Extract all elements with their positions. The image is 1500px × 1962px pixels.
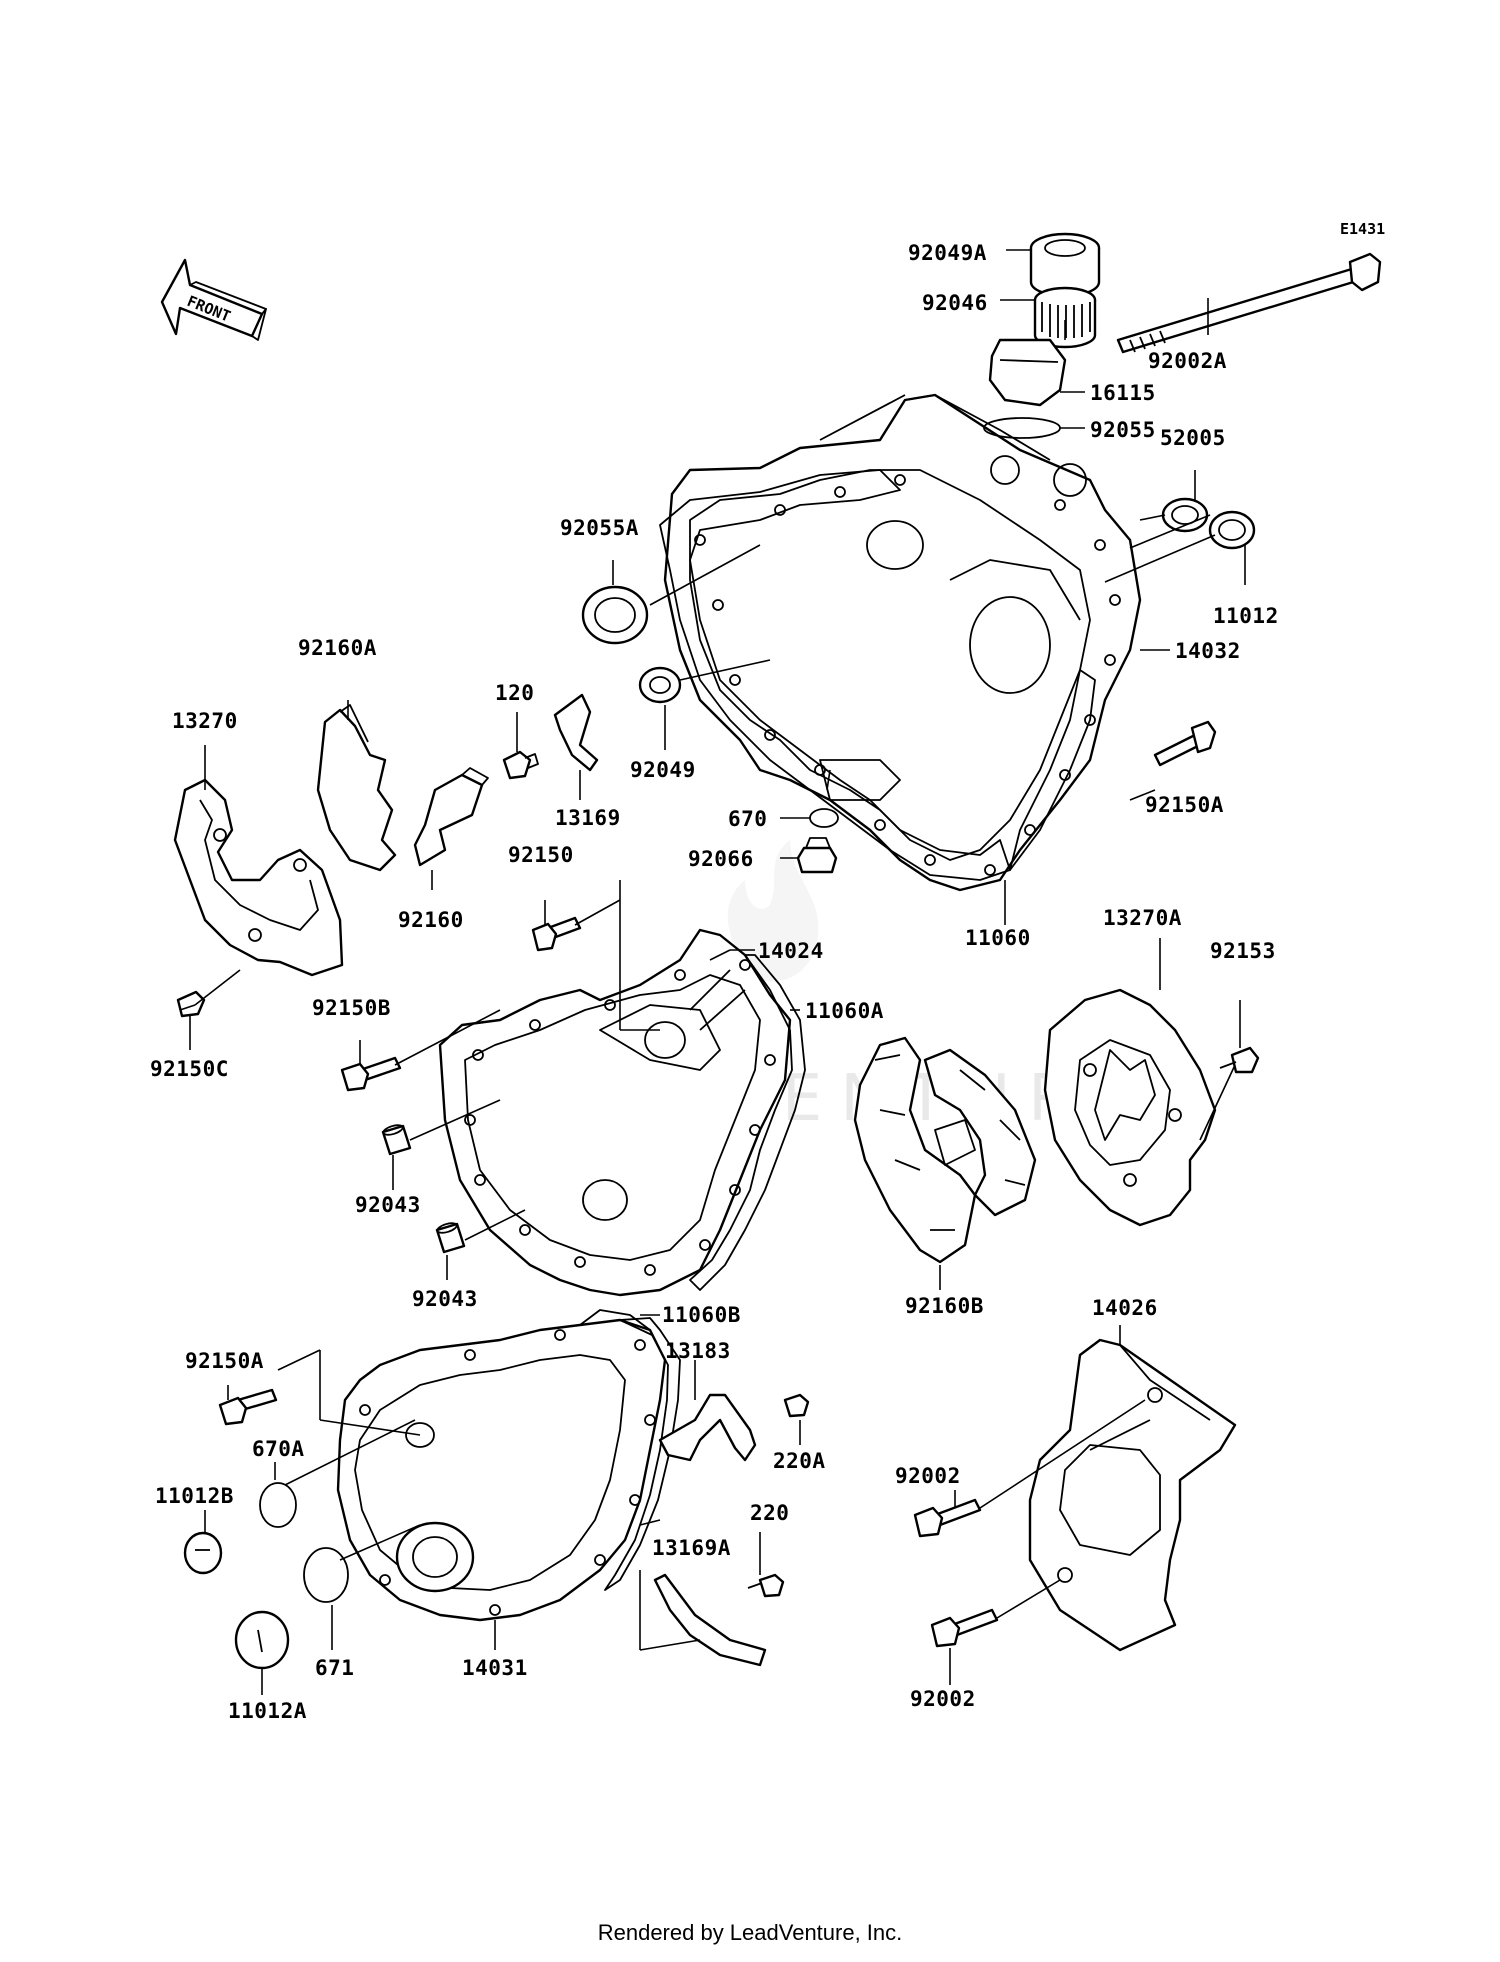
label-92002-upper: 92002 (895, 1464, 961, 1488)
label-92046: 92046 (922, 291, 988, 315)
part-11012A-plug (234, 1610, 290, 1670)
label-11012B: 11012B (155, 1484, 234, 1508)
watermark-flame-icon (727, 840, 819, 982)
part-92055A-seal (581, 585, 649, 645)
label-11060: 11060 (965, 926, 1031, 950)
part-11060B-gasket (604, 1317, 681, 1591)
label-92150B: 92150B (312, 996, 391, 1020)
leader-lines (179, 249, 1246, 1695)
part-13270-plate (173, 778, 344, 977)
front-direction-arrow: FRONT (160, 258, 267, 341)
label-14024: 14024 (758, 939, 824, 963)
part-92150C-bolt (176, 990, 206, 1018)
part-92150A-bolt-lower (218, 1388, 278, 1426)
label-670A: 670A (252, 1437, 305, 1461)
label-92150C: 92150C (150, 1057, 229, 1081)
part-11012B-plug (183, 1531, 223, 1575)
label-220: 220 (750, 1501, 789, 1525)
part-92002A-bolt (1116, 252, 1382, 354)
part-13183-bracket (658, 1393, 757, 1462)
footer-credit: Rendered by LeadVenture, Inc. (597, 1920, 903, 1945)
part-14031-cover (336, 1309, 667, 1622)
label-14031: 14031 (462, 1656, 528, 1680)
label-92153: 92153 (1210, 939, 1276, 963)
label-11012A: 11012A (228, 1699, 307, 1723)
part-92150A-bolt (1153, 720, 1217, 767)
part-14024-cover (438, 928, 792, 1297)
part-92002-bolt-2 (930, 1608, 999, 1648)
label-92150A-lower: 92150A (185, 1349, 264, 1373)
part-220-bolt (747, 1573, 785, 1598)
label-92043-upper: 92043 (355, 1193, 421, 1217)
label-13169: 13169 (555, 806, 621, 830)
label-14032: 14032 (1175, 639, 1241, 663)
part-11060-gasket (659, 469, 1096, 881)
part-92066-plug (796, 837, 838, 874)
label-11060B: 11060B (662, 1303, 741, 1327)
label-92043-lower: 92043 (412, 1287, 478, 1311)
part-92153-bolt (1219, 1046, 1260, 1074)
label-92150: 92150 (508, 843, 574, 867)
part-52005-seal (1161, 497, 1209, 533)
part-92043-dowel-1 (381, 1124, 412, 1156)
part-671-oring (303, 1547, 349, 1603)
label-92055A: 92055A (560, 516, 639, 540)
part-92150-bolt (531, 916, 582, 952)
label-92150A-upper: 92150A (1145, 793, 1224, 817)
label-671: 671 (315, 1656, 354, 1680)
label-220A: 220A (773, 1449, 826, 1473)
label-92049: 92049 (630, 758, 696, 782)
part-92160A-shoe (316, 704, 397, 872)
part-92049A-collar (1029, 232, 1101, 298)
label-13183: 13183 (665, 1339, 731, 1363)
part-92002-bolt-1 (913, 1498, 982, 1538)
part-16115-cap (988, 338, 1067, 407)
part-labels: 92049A 92046 92002A 16115 92055 52005 92… (150, 241, 1279, 1723)
label-13169A: 13169A (652, 1536, 731, 1560)
part-13169-bracket (553, 693, 599, 772)
label-92002-lower: 92002 (910, 1687, 976, 1711)
label-11012: 11012 (1213, 604, 1279, 628)
part-670A-oring (259, 1482, 297, 1528)
label-92160A: 92160A (298, 636, 377, 660)
label-92049A: 92049A (908, 241, 987, 265)
label-92160B: 92160B (905, 1294, 984, 1318)
part-120-bolt (502, 750, 539, 780)
label-14026: 14026 (1092, 1296, 1158, 1320)
label-92002A: 92002A (1148, 349, 1227, 373)
label-11060A: 11060A (805, 999, 884, 1023)
part-92049-collar (638, 666, 682, 704)
label-52005: 52005 (1160, 426, 1226, 450)
label-92055: 92055 (1090, 418, 1156, 442)
label-13270: 13270 (172, 709, 238, 733)
label-92160: 92160 (398, 908, 464, 932)
label-120: 120 (495, 681, 534, 705)
label-92066: 92066 (688, 847, 754, 871)
part-11060A-gasket (689, 954, 806, 1291)
part-670-oring (809, 808, 839, 828)
label-16115: 16115 (1090, 381, 1156, 405)
part-92160-shoe (413, 767, 489, 867)
label-670: 670 (728, 807, 767, 831)
part-14026-cover (1028, 1338, 1237, 1652)
part-13270A-plate (1043, 988, 1217, 1227)
part-92043-dowel-2 (435, 1222, 466, 1254)
reference-code: E1431 (1340, 220, 1385, 238)
part-92160B-shoes (853, 1036, 1037, 1264)
part-11012-plug (1208, 510, 1256, 550)
part-92150B-bolt (340, 1056, 402, 1092)
part-220A-bolt (783, 1393, 810, 1418)
label-13270A: 13270A (1103, 906, 1182, 930)
part-13169A-bracket (653, 1573, 767, 1667)
